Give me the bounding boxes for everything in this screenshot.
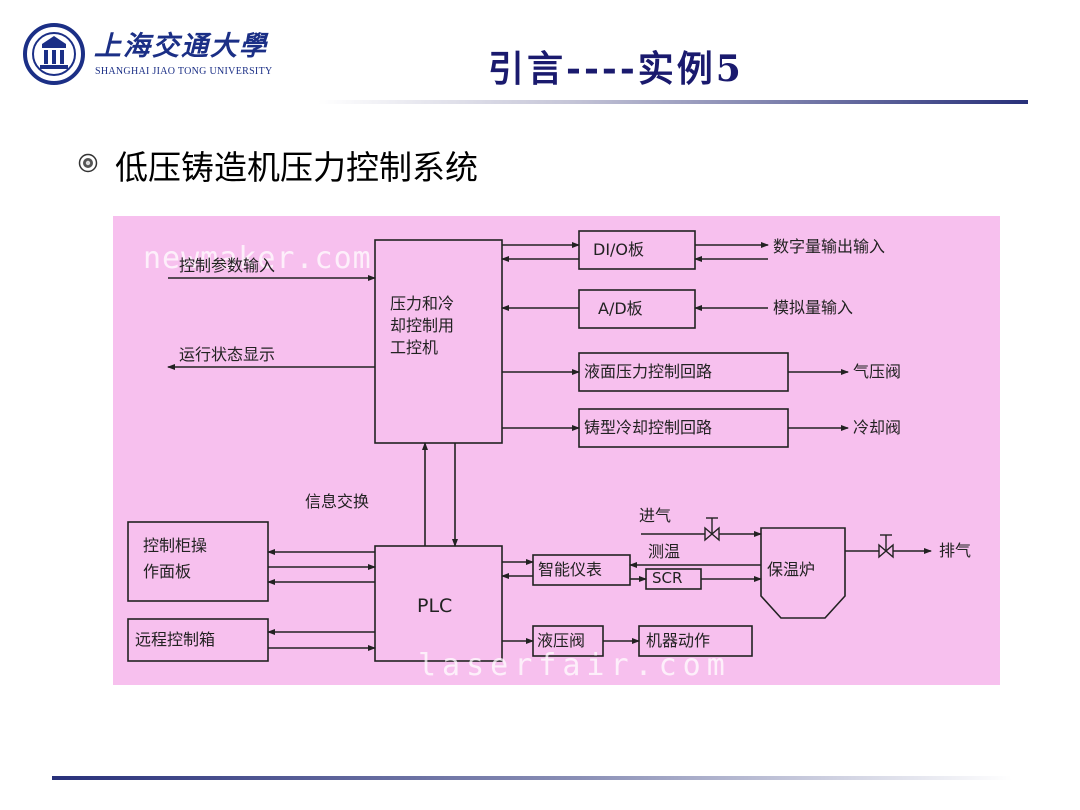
scr-label: SCR <box>652 569 683 587</box>
digital-io-label: 数字量输出输入 <box>773 237 886 256</box>
ipc-label-2: 却控制用 <box>390 316 455 335</box>
block-diagram: newmaker.com laserfair.com 控制参数输入 运行状态显示… <box>113 216 1000 685</box>
slide-title: 引言----实例5 <box>488 48 744 90</box>
university-emblem-icon <box>23 23 85 85</box>
analog-input-label: 模拟量输入 <box>773 298 854 317</box>
remote-box-rect <box>127 618 269 662</box>
exhaust-valve-icon <box>878 534 894 559</box>
info-exchange-label: 信息交换 <box>305 492 370 511</box>
university-name-en: SHANGHAI JIAO TONG UNIVERSITY <box>95 66 273 77</box>
panel-label-2: 作面板 <box>143 562 192 581</box>
watermark-bottom: laserfair.com <box>418 648 731 683</box>
machine-action-label: 机器动作 <box>646 631 711 650</box>
dio-label: DI/O板 <box>593 240 645 259</box>
ipc-box <box>374 239 503 444</box>
param-input-label: 控制参数输入 <box>179 256 276 275</box>
remote-box-label: 远程控制箱 <box>135 630 216 649</box>
panel-box <box>127 521 269 602</box>
instrument-label: 智能仪表 <box>538 560 603 579</box>
university-name-cn: 上海交通大學 <box>94 31 268 62</box>
bullet-text: 低压铸造机压力控制系统 <box>115 148 478 187</box>
diagram-lines <box>127 230 932 662</box>
status-display-label: 运行状态显示 <box>179 345 276 364</box>
dio-box <box>578 230 696 270</box>
bullet-emblem-icon <box>78 153 98 173</box>
ad-label: A/D板 <box>598 299 643 318</box>
instrument-box <box>532 554 631 586</box>
hydraulic-valve-label: 液压阀 <box>537 631 586 650</box>
air-valve-label: 气压阀 <box>853 362 902 381</box>
plc-box <box>374 545 503 662</box>
air-in-valve-icon <box>704 517 720 542</box>
panel-label-1: 控制柜操 <box>143 536 208 555</box>
title-divider <box>318 100 1028 104</box>
university-logo: 上海交通大學 SHANGHAI JIAO TONG UNIVERSITY <box>22 22 322 92</box>
watermark-top: newmaker.com <box>143 241 372 276</box>
plc-label: PLC <box>417 595 453 617</box>
liquid-loop-label: 液面压力控制回路 <box>584 362 713 381</box>
air-in-label: 进气 <box>639 506 672 525</box>
temp-measure-label: 测温 <box>648 542 681 561</box>
ipc-label-3: 工控机 <box>390 338 439 357</box>
ipc-label-1: 压力和冷 <box>390 294 455 313</box>
footer-divider <box>52 776 1012 780</box>
exhaust-label: 排气 <box>939 541 972 560</box>
furnace-label: 保温炉 <box>767 560 816 579</box>
mold-loop-label: 铸型冷却控制回路 <box>584 418 713 437</box>
cool-valve-label: 冷却阀 <box>853 418 902 437</box>
furnace-shape <box>760 527 846 619</box>
